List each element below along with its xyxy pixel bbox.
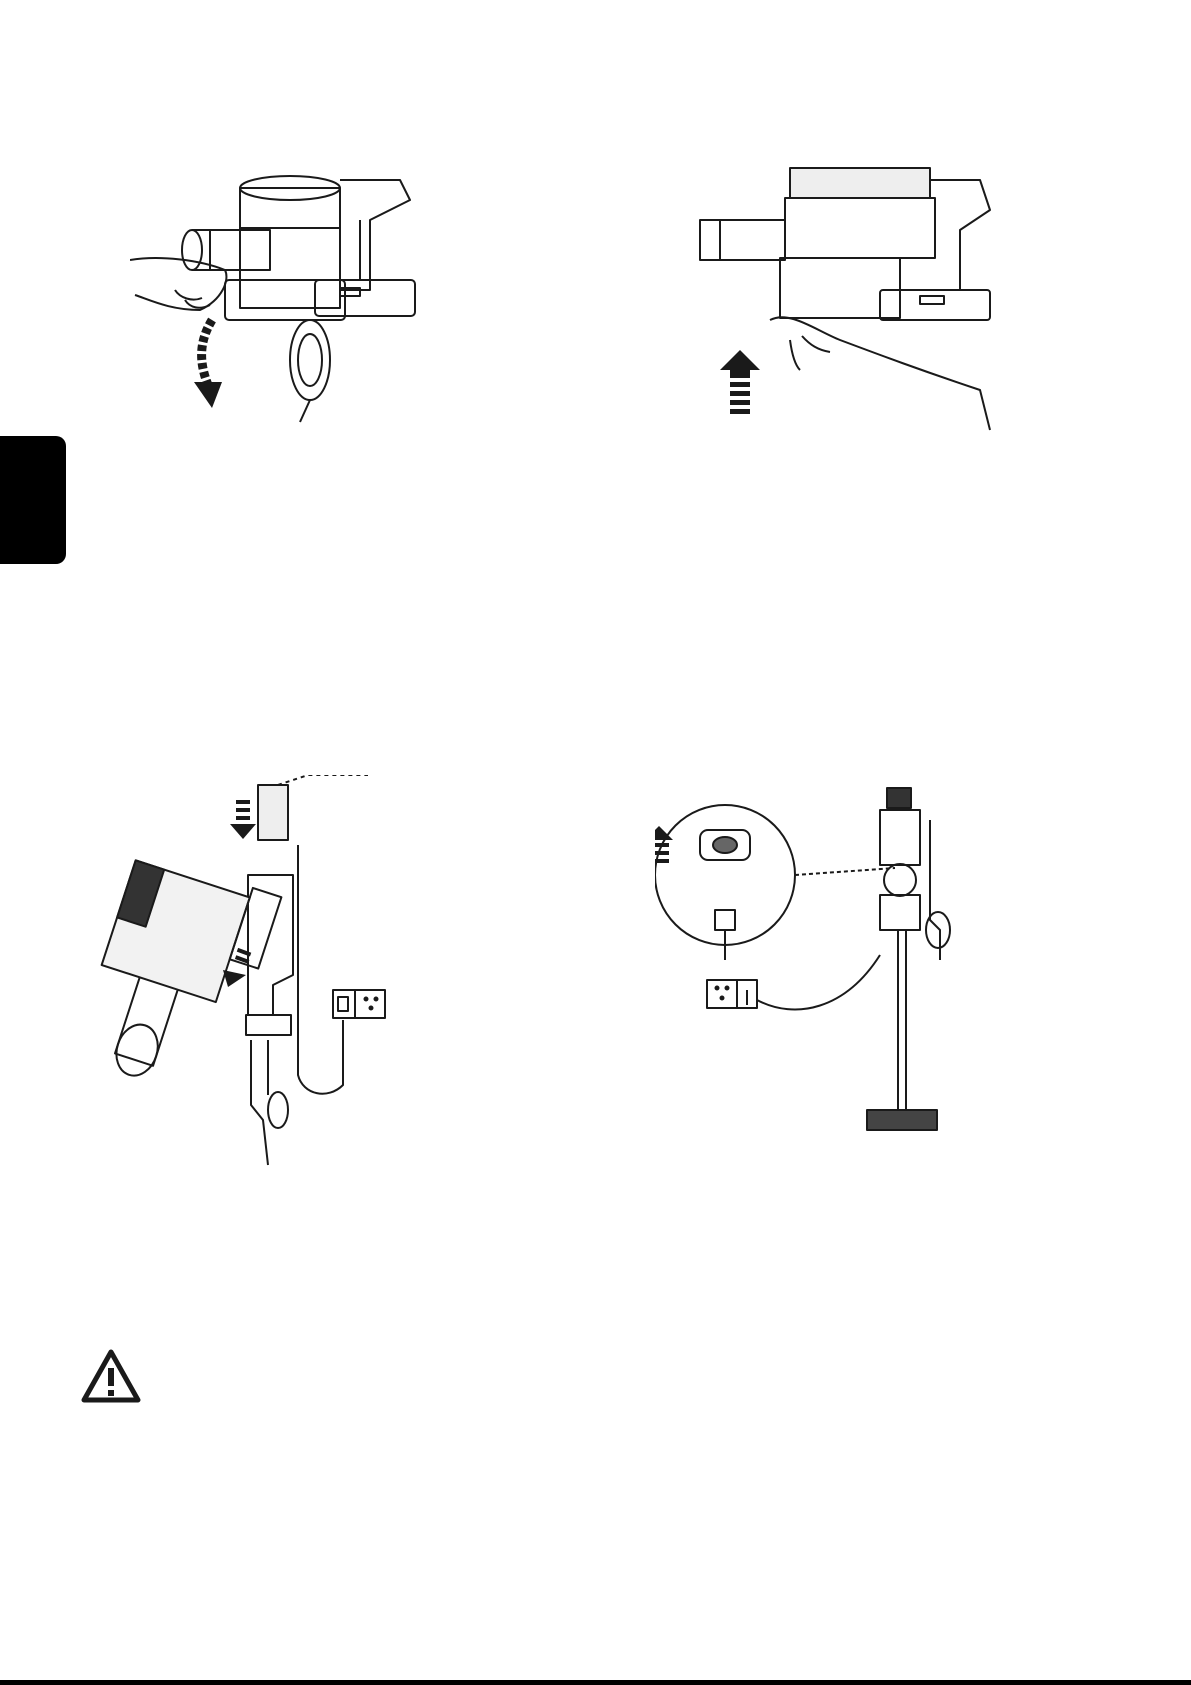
figure-charging-socket-detail [655, 780, 975, 1160]
page-bottom-rule [0, 1680, 1191, 1685]
figure-remove-dust-bin [130, 160, 450, 440]
down-arrow-icon [230, 800, 256, 839]
up-arrow-icon [720, 350, 760, 414]
figure-wall-mount-charging [88, 775, 408, 1175]
warning-triangle-icon [80, 1348, 142, 1404]
curved-down-arrow-icon [194, 320, 222, 408]
figure-insert-dust-bin [680, 160, 1000, 440]
language-side-tab [0, 436, 66, 564]
